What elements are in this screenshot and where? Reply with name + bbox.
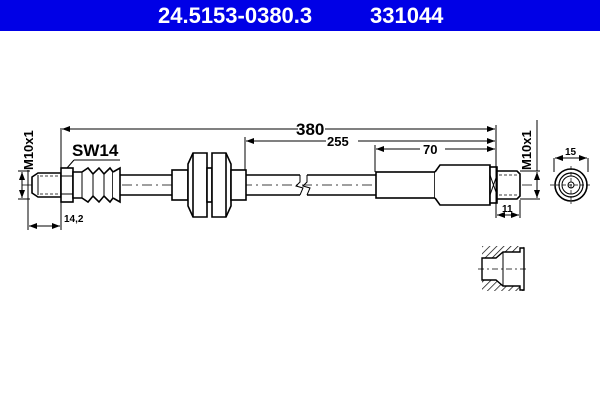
part-number: 24.5153-0380.3 [158, 3, 313, 28]
dim-end-view-diameter: 15 [565, 147, 577, 158]
dim-crimp-length: 70 [423, 142, 437, 157]
hose [120, 174, 376, 196]
dim-right-thread-length: 11 [502, 204, 513, 215]
dim-length-255: 255 [327, 134, 349, 149]
dim-total-length: 380 [296, 120, 324, 139]
bracket-grommet [171, 152, 247, 218]
crimp-sleeve [375, 164, 521, 206]
wrench-size-label: SW14 [72, 141, 119, 160]
end-view [550, 155, 592, 204]
left-fitting [31, 166, 121, 204]
port-detail [478, 246, 528, 291]
dim-left-thread-length: 14,2 [64, 214, 84, 225]
left-thread-spec: M10x1 [21, 130, 36, 170]
title-bar: 24.5153-0380.3 331044 [0, 0, 600, 31]
reference-number: 331044 [370, 3, 444, 28]
right-thread-spec: M10x1 [519, 130, 534, 170]
